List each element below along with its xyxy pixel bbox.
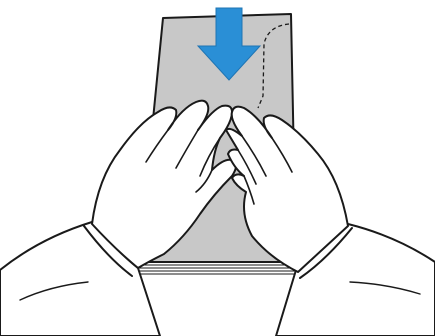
envelope-stack-edges xyxy=(139,262,296,274)
right-hand-icon xyxy=(226,107,435,336)
